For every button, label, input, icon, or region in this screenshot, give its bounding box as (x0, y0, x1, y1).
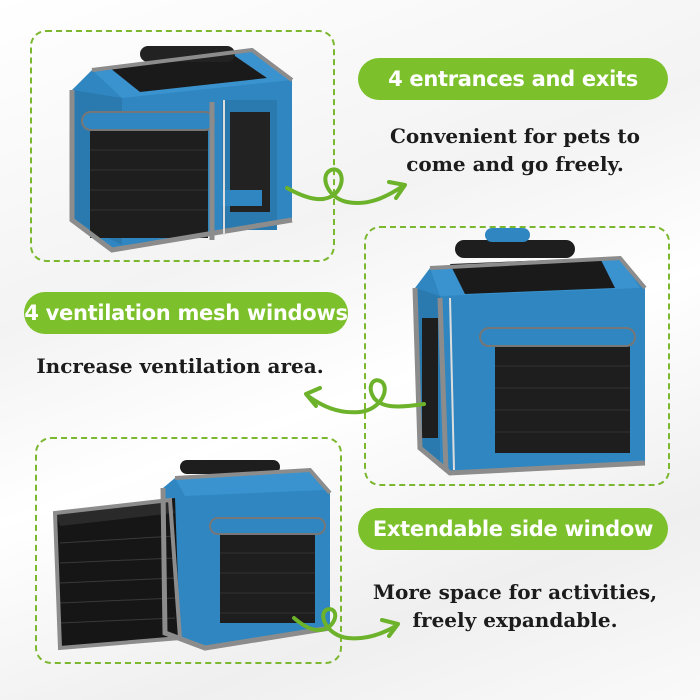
carrier-photo-ventilation (412, 228, 647, 476)
photo-frame-entrances (30, 30, 335, 262)
carrier-photo-side-window (52, 460, 332, 651)
feature-title-side-window: Extendable side window (358, 508, 668, 550)
description-line: Convenient for pets to (390, 124, 640, 148)
feature-description-ventilation: Increase ventilation area. (20, 352, 340, 380)
feature-title-ventilation: 4 ventilation mesh windows (24, 292, 348, 334)
description-line: come and go freely. (406, 152, 624, 176)
curly-arrow-icon (292, 607, 400, 641)
carrier-photo-entrances (69, 46, 294, 253)
photo-frame-ventilation (364, 226, 670, 486)
curly-arrow-icon (304, 378, 426, 415)
feature-description-side-window: More space for activities, freely expand… (350, 578, 680, 634)
description-line: freely expandable. (412, 608, 618, 632)
photo-frame-side-window (35, 437, 342, 664)
feature-description-entrances: Convenient for pets to come and go freel… (360, 122, 670, 178)
description-line: More space for activities, (372, 580, 658, 604)
curly-arrow-icon (285, 167, 407, 205)
description-line: Increase ventilation area. (36, 354, 324, 378)
feature-title-entrances: 4 entrances and exits (358, 58, 668, 100)
